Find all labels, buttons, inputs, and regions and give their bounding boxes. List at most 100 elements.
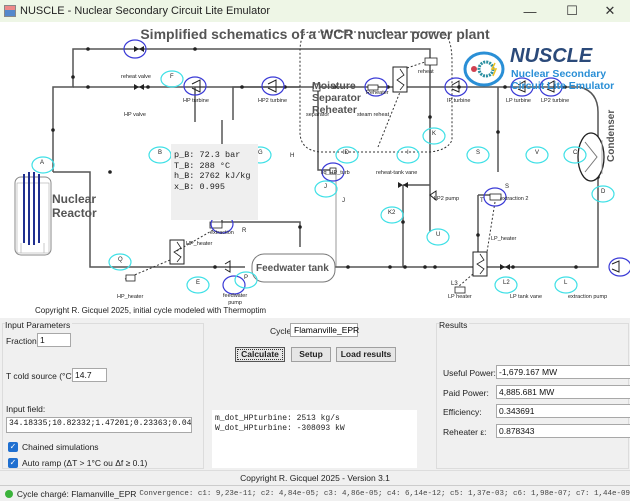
reheat-node-icon bbox=[424, 57, 438, 66]
logo-title: NUSCLE bbox=[510, 45, 593, 67]
window-title: NUSCLE - Nuclear Secondary Circuit Lite … bbox=[20, 5, 271, 17]
point-a[interactable]: A bbox=[40, 160, 45, 166]
point-r[interactable]: R bbox=[242, 228, 247, 234]
hp-valve-label: HP valve bbox=[124, 112, 146, 118]
maximize-button[interactable]: ☐ bbox=[566, 3, 578, 18]
point-l[interactable]: L bbox=[564, 280, 568, 286]
reheater-exchanger-icon bbox=[392, 66, 408, 93]
hp2-turbine-icon bbox=[267, 79, 277, 93]
load-results-button[interactable]: Load results bbox=[336, 347, 396, 362]
schematic-copyright: Copyright R. Gicquel 2025, initial cycle… bbox=[35, 306, 267, 315]
input-parameters-panel: Input Parameters Fraction: 1 T cold sour… bbox=[0, 318, 205, 470]
setup-button[interactable]: Setup bbox=[291, 347, 331, 362]
junction-dots bbox=[51, 47, 600, 269]
pipe-feedwater-return bbox=[53, 171, 245, 268]
extraction2-node-icon bbox=[489, 193, 502, 201]
paid-power-value: 4,885.681 MW bbox=[496, 385, 630, 399]
point-k2[interactable]: K2 bbox=[388, 210, 396, 216]
paid-power-label: Paid Power: bbox=[443, 388, 489, 398]
extraction-pump-icon bbox=[611, 260, 620, 273]
point-p[interactable]: P bbox=[244, 275, 249, 281]
reheater-dash bbox=[377, 91, 401, 148]
reheat-tank-vane-icon bbox=[398, 182, 408, 188]
condenser-label: Condenser bbox=[606, 109, 617, 162]
auto-ramp-checkbox[interactable]: ✓ bbox=[8, 458, 18, 468]
steam-reheat-node-icon bbox=[367, 84, 379, 91]
extraction-2-label: extraction 2 bbox=[500, 196, 529, 202]
point-v[interactable]: V bbox=[535, 150, 540, 156]
reheat-valve-icon bbox=[134, 46, 144, 52]
title-bar: NUSCLE - Nuclear Secondary Circuit Lite … bbox=[0, 0, 630, 22]
extraction-node-icon bbox=[209, 221, 223, 229]
point-s[interactable]: S bbox=[476, 150, 481, 156]
lp2-pump-icon bbox=[429, 190, 437, 202]
point-l2[interactable]: L2 bbox=[503, 280, 510, 286]
reactor-vessel-icon bbox=[14, 172, 52, 256]
point-u[interactable]: U bbox=[436, 232, 441, 238]
lp-heater-exch-label: LP heater bbox=[448, 294, 472, 300]
msr-boundary bbox=[299, 31, 453, 153]
separator-node-icon bbox=[312, 83, 321, 92]
point-f[interactable]: F bbox=[170, 74, 174, 80]
close-button[interactable]: ✕ bbox=[604, 3, 616, 18]
lp-heater-label: LP_heater bbox=[491, 236, 517, 242]
lp-tank-vane-label: LP tank vane bbox=[510, 294, 543, 300]
useful-power-label: Useful Power: bbox=[443, 368, 496, 378]
reheat-valve-label: reheat valve bbox=[121, 74, 151, 80]
point-g[interactable]: G bbox=[258, 150, 263, 156]
cycle-select[interactable]: Flamanville_EPR ⌵ bbox=[290, 323, 359, 337]
cycle-label: Cycle: bbox=[270, 326, 294, 336]
point-c[interactable]: C bbox=[573, 150, 578, 156]
fraction-input[interactable]: 1 bbox=[37, 333, 71, 347]
useful-power-value: -1,679.167 MW bbox=[496, 365, 630, 379]
reheater-epsilon-value: 0.878343 bbox=[496, 424, 630, 438]
schematic-panel: Simplified schematics of a WCR nuclear p… bbox=[0, 22, 630, 318]
logo-emblem-icon bbox=[463, 51, 505, 87]
point-e[interactable]: E bbox=[196, 280, 201, 286]
point-h[interactable]: H bbox=[290, 153, 295, 159]
results-title: Results bbox=[439, 320, 470, 330]
input-parameters-title: Input Parameters bbox=[5, 320, 73, 330]
point-b[interactable]: B bbox=[158, 150, 163, 156]
point-d[interactable]: D bbox=[601, 189, 606, 195]
hp2-turbine-label: HP2 turbine bbox=[258, 98, 288, 104]
input-field[interactable]: 34.18335;10.82332;1.47201;0.23363;0.0435 bbox=[6, 417, 192, 433]
hp-heater-label: HP_heater bbox=[186, 241, 213, 247]
point-s2: S bbox=[505, 184, 510, 190]
pipe-main-steam bbox=[232, 86, 580, 120]
point-q[interactable]: Q bbox=[118, 257, 123, 263]
point-j[interactable]: J bbox=[324, 184, 327, 190]
hp-valve-icon bbox=[134, 84, 144, 90]
calculate-button[interactable]: Calculate bbox=[235, 347, 285, 362]
lp2-turbine-icon bbox=[546, 80, 555, 93]
chained-simulations-label: Chained simulations bbox=[22, 442, 99, 452]
lp2-pump-label: LP2 pump bbox=[434, 196, 460, 202]
convergence-text: Convergence: c1: 9,23e-11; c2: 4,84e-05;… bbox=[139, 489, 630, 498]
footer-copyright: Copyright R. Gicquel 2025 - Version 3.1 bbox=[0, 470, 630, 485]
separator-label: separator bbox=[306, 112, 330, 118]
hp-heater-dash bbox=[174, 229, 214, 253]
extraction-pump-label: extraction pump bbox=[568, 294, 608, 300]
point-k[interactable]: K bbox=[432, 131, 437, 137]
point-l3[interactable]: L3 bbox=[451, 281, 458, 287]
results-panel: Results Useful Power: -1,679.167 MW Paid… bbox=[425, 318, 630, 470]
pipe-j-down bbox=[317, 87, 330, 171]
t-cold-source-label: T cold source (°C): bbox=[6, 371, 77, 381]
t-cold-source-input[interactable]: 14.7 bbox=[72, 368, 107, 382]
fraction-label: Fraction: bbox=[6, 336, 40, 346]
minimize-button[interactable]: — bbox=[523, 3, 537, 19]
output-console[interactable]: m_dot_HPturbine: 2513 kg/s W_dot_HPturbi… bbox=[212, 410, 417, 468]
hp-turbine-icon bbox=[191, 79, 201, 93]
point-t[interactable]: T bbox=[480, 198, 484, 204]
auto-ramp-label: Auto ramp (ΔT > 1°C ou Δf ≥ 0.1) bbox=[22, 458, 148, 468]
point-id[interactable]: ID bbox=[343, 150, 349, 156]
schematic-title: Simplified schematics of a WCR nuclear p… bbox=[140, 26, 490, 42]
efficiency-value: 0.343691 bbox=[496, 404, 630, 418]
chained-simulations-checkbox[interactable]: ✓ bbox=[8, 442, 18, 452]
schematic-diagram: .pipe { stroke:#555; stroke-width:1.5; f… bbox=[14, 31, 630, 295]
point-i[interactable]: I bbox=[407, 150, 409, 156]
